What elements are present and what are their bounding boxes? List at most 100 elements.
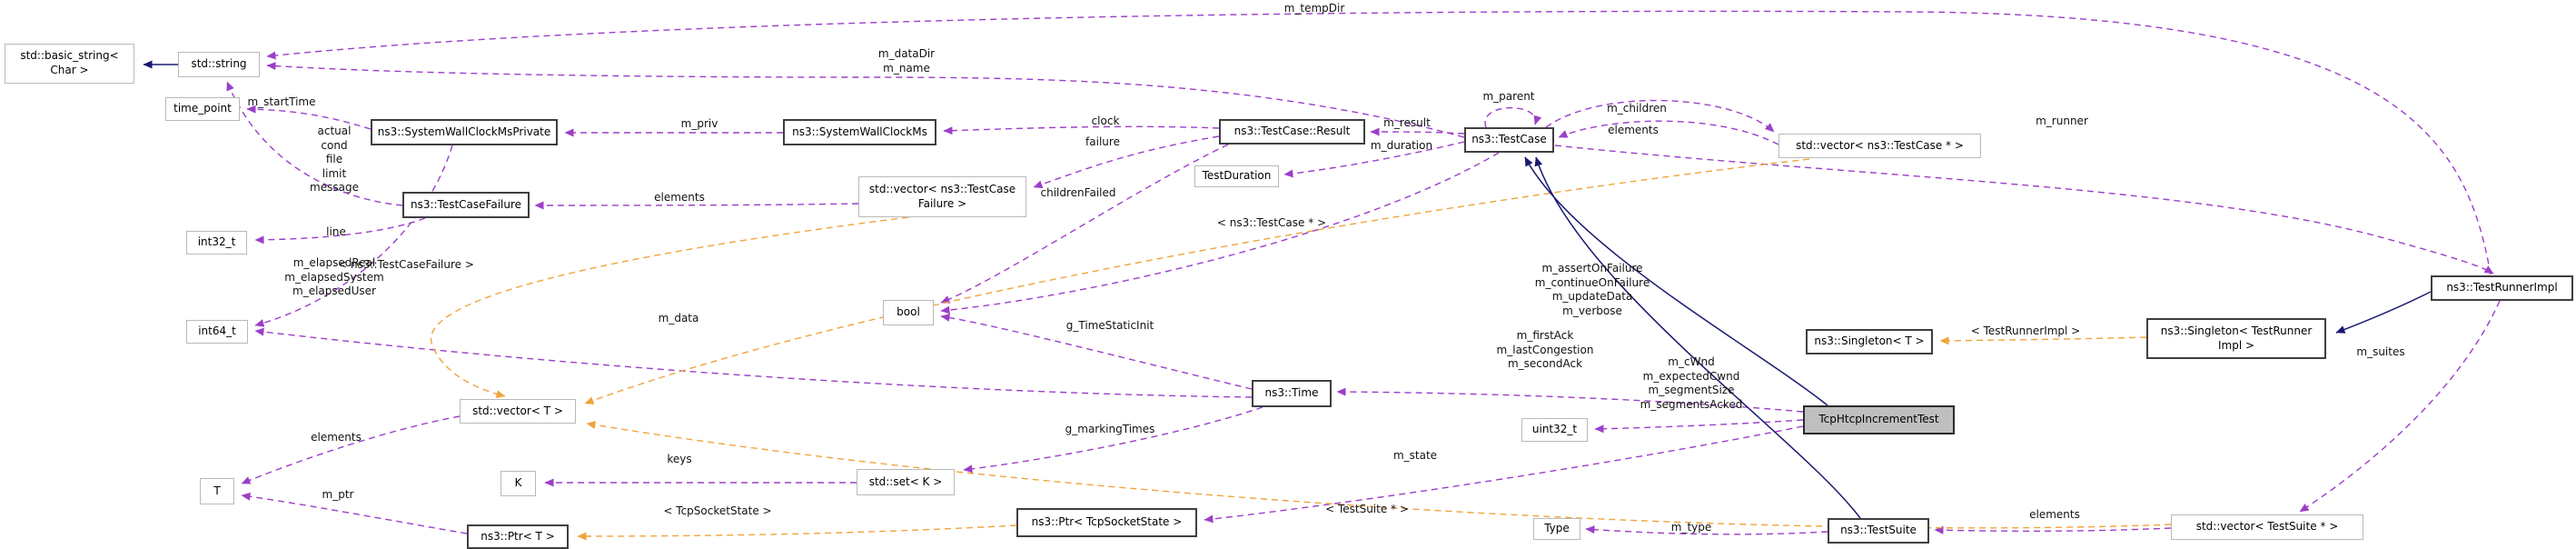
node-label-line: Type bbox=[1544, 522, 1570, 535]
node-label-line: TestDuration bbox=[1202, 169, 1272, 183]
node-label-line: ns3::TestCase::Result bbox=[1234, 125, 1351, 138]
node-vector-t[interactable]: std::vector< T > bbox=[460, 399, 576, 424]
node-testcase-failure[interactable]: ns3::TestCaseFailure bbox=[402, 192, 530, 218]
node-label-line: int32_t bbox=[197, 235, 236, 249]
node-system-wall-clock-ms-private[interactable]: ns3::SystemWallClockMsPrivate bbox=[371, 119, 558, 145]
edge-m-parent-selfloop bbox=[1484, 106, 1542, 128]
edge-label-line: m_assertOnFailure bbox=[1541, 262, 1643, 274]
node-system-wall-clock-ms[interactable]: ns3::SystemWallClockMs bbox=[783, 119, 936, 145]
edge-elements-t bbox=[241, 415, 461, 484]
edge-label-line: m_elapsedSystem bbox=[284, 270, 384, 284]
node-test-suite[interactable]: ns3::TestSuite bbox=[1828, 518, 1929, 544]
node-test-duration[interactable]: TestDuration bbox=[1194, 165, 1279, 187]
node-int64-t[interactable]: int64_t bbox=[186, 320, 248, 344]
edge-label-line: m_suites bbox=[2356, 345, 2405, 358]
edge-label-line: elements bbox=[2029, 508, 2080, 521]
edge-label-line: elements bbox=[1608, 124, 1659, 136]
edge-inherit-singleton bbox=[2335, 291, 2432, 334]
edge-label-m-runner: m_runner bbox=[2036, 115, 2088, 129]
node-test-runner-impl[interactable]: ns3::TestRunnerImpl bbox=[2431, 275, 2573, 301]
node-uint32-t[interactable]: uint32_t bbox=[1521, 418, 1588, 442]
node-bool[interactable]: bool bbox=[883, 300, 934, 325]
node-vector-testsuite-ptr[interactable]: std::vector< TestSuite * > bbox=[2171, 514, 2363, 540]
edge-m-data bbox=[254, 327, 1253, 398]
edge-label-m-data: m_data bbox=[659, 312, 699, 326]
edge-label-keys: keys bbox=[667, 453, 691, 467]
edge-label-elements: elements bbox=[654, 191, 705, 205]
node-int32-t[interactable]: int32_t bbox=[186, 231, 247, 255]
node-label-line: Impl > bbox=[2217, 338, 2255, 352]
node-time-point[interactable]: time_point bbox=[165, 97, 240, 121]
edge-m-suites bbox=[2299, 300, 2501, 513]
edge-m-runner bbox=[1554, 145, 2494, 274]
edge-label-line: m_firstAck bbox=[1516, 329, 1574, 342]
node-label-line: ns3::TestSuite bbox=[1840, 524, 1917, 537]
node-t[interactable]: T bbox=[200, 478, 234, 504]
node-ptr-t[interactable]: ns3::Ptr< T > bbox=[467, 524, 569, 549]
edge-label-line: m_elapsedReal bbox=[292, 256, 376, 269]
node-testcase[interactable]: ns3::TestCase bbox=[1464, 127, 1554, 153]
edge-label-line: elements bbox=[654, 191, 705, 204]
edge-label-line: m_segmentSize bbox=[1648, 384, 1735, 396]
node-label-line: TcpHtcpIncrementTest bbox=[1818, 413, 1939, 426]
node-label-line: std::basic_string< bbox=[20, 49, 119, 63]
edge-label-m-type: m_type bbox=[1671, 521, 1712, 535]
edge-label-line: m_priv bbox=[680, 117, 718, 130]
edge-label-line: < TestRunnerImpl > bbox=[1970, 324, 2081, 337]
node-set-k[interactable]: std::set< K > bbox=[857, 469, 955, 495]
edge-clock bbox=[943, 125, 1220, 135]
edge-elements-testcase bbox=[1558, 120, 1779, 145]
node-tcp-htcp-increment-test[interactable]: TcpHtcpIncrementTest bbox=[1803, 405, 1955, 434]
edge-label-line: m_result bbox=[1383, 116, 1431, 129]
edge-label-line: m_cWnd bbox=[1668, 355, 1715, 368]
node-basic-string[interactable]: std::basic_string<Char > bbox=[5, 44, 134, 84]
node-label-line: K bbox=[514, 476, 522, 490]
edge-label-line: childrenFailed bbox=[1040, 186, 1116, 199]
edge-label-line: m_verbose bbox=[1562, 304, 1622, 317]
edge-label-elements: elements bbox=[2029, 508, 2080, 523]
node-type[interactable]: Type bbox=[1533, 518, 1580, 540]
edge-label-line: actual bbox=[317, 125, 352, 137]
edge-label-clock: clock bbox=[1092, 115, 1120, 129]
node-k[interactable]: K bbox=[500, 471, 536, 496]
node-label-line: std::string bbox=[191, 57, 247, 71]
edge-label-m-state: m_state bbox=[1393, 449, 1437, 464]
edge-label-line: m_lastCongestion bbox=[1496, 343, 1594, 356]
edge-label-line: m_type bbox=[1670, 521, 1712, 534]
edge-label-m-parent: m_parent bbox=[1482, 90, 1534, 105]
edge-label-tcpsocketstate: < TcpSocketState > bbox=[663, 504, 771, 519]
node-testcase-result[interactable]: ns3::TestCase::Result bbox=[1219, 119, 1365, 145]
node-ptr-tcp-socket-state[interactable]: ns3::Ptr< TcpSocketState > bbox=[1016, 508, 1197, 537]
edge-label-line: m_parent bbox=[1482, 90, 1535, 103]
edge-label-m-result: m_result bbox=[1383, 116, 1431, 131]
node-ns3-time[interactable]: ns3::Time bbox=[1252, 380, 1332, 407]
edge-label-m-children: m_children bbox=[1607, 102, 1667, 116]
edge-label-ns3-testcase: < ns3::TestCase * > bbox=[1217, 216, 1326, 231]
node-label-line: ns3::Singleton< T > bbox=[1814, 334, 1925, 348]
node-label-line: Char > bbox=[50, 64, 89, 76]
edge-label-line: m_secondAck bbox=[1507, 357, 1583, 370]
edge-m-state bbox=[1204, 425, 1804, 524]
edge-label-line: m_startTime bbox=[247, 95, 316, 108]
edge-label-line: m_state bbox=[1392, 449, 1438, 462]
edge-label-m-tempdir: m_tempDir bbox=[1284, 2, 1345, 16]
edge-label-line: failure bbox=[1085, 135, 1120, 148]
edge-childrenfailed bbox=[940, 144, 1229, 304]
node-label-line: uint32_t bbox=[1531, 423, 1578, 436]
edge-label-line: line bbox=[326, 225, 346, 240]
node-singleton-t[interactable]: ns3::Singleton< T > bbox=[1806, 329, 1933, 354]
node-label-line: ns3::Time bbox=[1264, 386, 1319, 400]
edge-label-line: < ns3::TestCase * > bbox=[1216, 216, 1327, 229]
node-std-string[interactable]: std::string bbox=[178, 52, 260, 77]
node-vector-testcase-ptr[interactable]: std::vector< ns3::TestCase * > bbox=[1778, 134, 1981, 158]
node-label-line: std::vector< T > bbox=[472, 404, 563, 417]
node-label-line: std::vector< TestSuite * > bbox=[2195, 520, 2339, 534]
edge-label-line: line bbox=[326, 225, 346, 238]
node-label-line: ns3::TestCaseFailure bbox=[410, 197, 522, 211]
node-label-line: bool bbox=[897, 305, 920, 319]
